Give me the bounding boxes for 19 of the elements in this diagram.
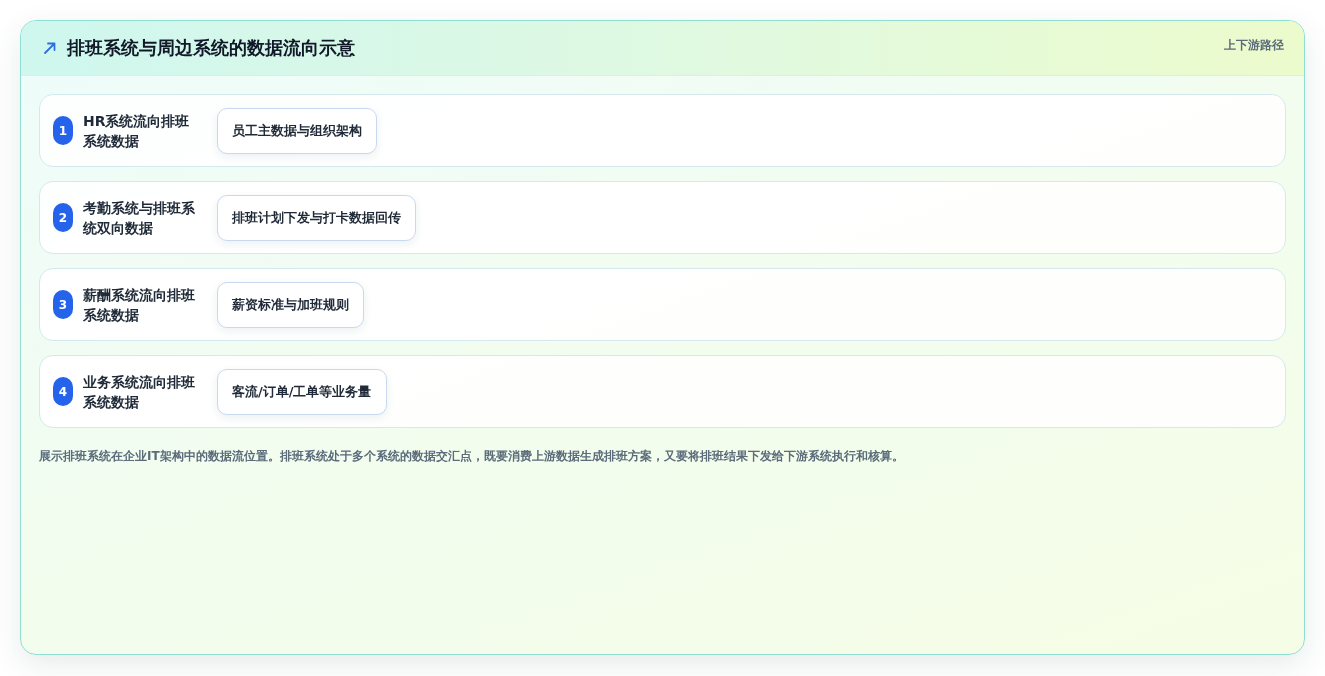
number-badge: 3 xyxy=(53,290,73,319)
flow-row xyxy=(39,181,1286,254)
data-tag: 薪资标准与加班规则 xyxy=(217,281,364,328)
header-note: 上下游路径 xyxy=(1224,37,1284,53)
row-label: 业务系统流向排班系统数据 xyxy=(83,372,196,412)
row-label: 薪酬系统流向排班系统数据 xyxy=(83,285,196,325)
number-badge: 4 xyxy=(53,377,73,406)
row-label: HR系统流向排班系统数据 xyxy=(83,111,191,151)
flow-row xyxy=(39,355,1286,428)
caption: 展示排班系统在企业IT架构中的数据流位置。排班系统处于多个系统的数据交汇点，既要消费上游数据生成排班方案，又要将排班结果下发给下游系统执行和核算。 xyxy=(39,448,905,464)
number-badge: 1 xyxy=(53,116,73,145)
row-label: 考勤系统与排班系统双向数据 xyxy=(83,198,196,238)
flow-row xyxy=(39,268,1286,341)
diagram-title: 排班系统与周边系统的数据流向示意 xyxy=(67,36,355,60)
data-tag: 客流/订单/工单等业务量 xyxy=(217,368,387,415)
number-badge: 2 xyxy=(53,203,73,232)
data-tag: 排班计划下发与打卡数据回传 xyxy=(217,194,416,241)
data-tag: 员工主数据与组织架构 xyxy=(217,107,377,154)
flow-row xyxy=(39,94,1286,167)
